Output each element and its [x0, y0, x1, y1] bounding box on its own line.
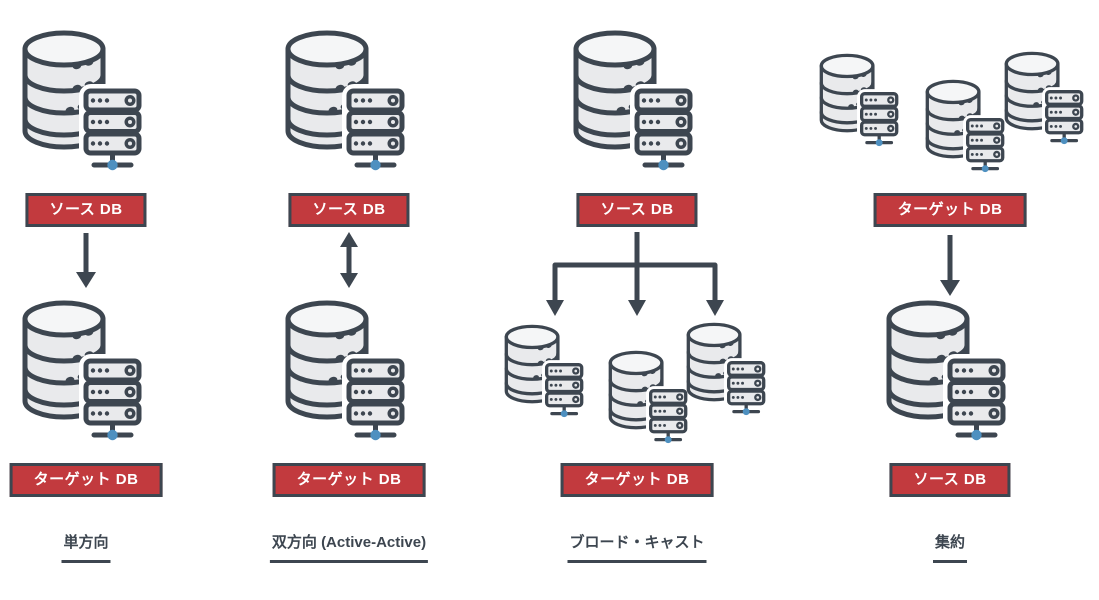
target-db-label: ターゲット DB [873, 193, 1027, 227]
topology-column-broadcast: ソース DB ターゲット DB ブロード・キャスト [497, 0, 777, 600]
topology-caption: ブロード・キャスト [567, 531, 707, 563]
topology-caption: 単方向 [61, 531, 111, 563]
database-server-icon [283, 295, 410, 443]
database-server-icon [20, 25, 147, 173]
topology-caption: 双方向 (Active-Active) [269, 531, 429, 563]
source-db-label: ソース DB [25, 193, 147, 227]
down-arrow-icon [940, 235, 960, 296]
database-server-icon [607, 347, 691, 445]
topology-caption: 集約 [932, 531, 968, 563]
database-server-icon [924, 76, 1008, 174]
source-db-label: ソース DB [576, 193, 698, 227]
target-db-label: ターゲット DB [560, 463, 714, 497]
broadcast-fanout-arrow-icon [546, 232, 724, 316]
topology-column-aggregation: ターゲット DB ソース DB 集約 [810, 0, 1090, 600]
bidirectional-arrow-icon [340, 232, 358, 288]
database-server-icon [503, 321, 587, 419]
database-server-icon [685, 319, 769, 417]
database-server-icon [20, 295, 147, 443]
database-server-icon [283, 25, 410, 173]
source-db-label: ソース DB [288, 193, 410, 227]
source-db-label: ソース DB [889, 463, 1011, 497]
target-db-label: ターゲット DB [272, 463, 426, 497]
database-server-icon [571, 25, 698, 173]
database-server-icon [1003, 48, 1087, 146]
topology-column-bidirectional: ソース DB ターゲット DB 双方向 (Active-Active) [209, 0, 489, 600]
target-db-label: ターゲット DB [9, 463, 163, 497]
database-server-icon [818, 50, 902, 148]
database-server-icon [884, 295, 1011, 443]
topology-column-unidirectional: ソース DB ターゲット DB 単方向 [0, 0, 226, 600]
down-arrow-icon [76, 233, 96, 288]
